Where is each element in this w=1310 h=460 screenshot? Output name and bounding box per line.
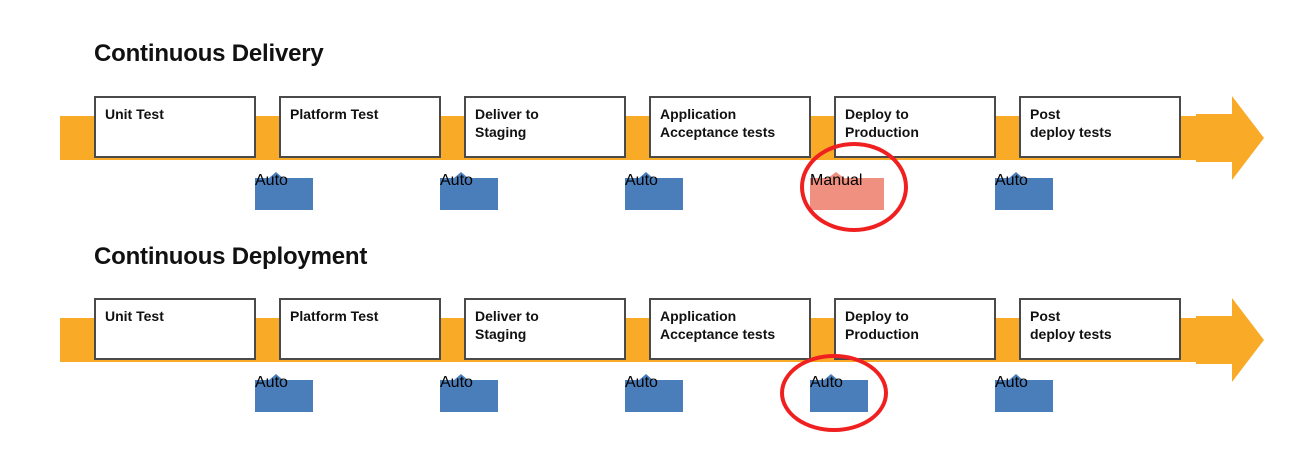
section-title-continuous-delivery: Continuous Delivery bbox=[94, 40, 324, 67]
stage-label: Unit Test bbox=[105, 308, 164, 324]
stage-label: Post deploy tests bbox=[1030, 308, 1112, 342]
gate-badge-label: Auto bbox=[255, 374, 288, 391]
gate-badge-auto[interactable] bbox=[255, 172, 313, 210]
stage-box[interactable]: Deliver to Staging bbox=[464, 96, 626, 158]
stage-label: Deploy to Production bbox=[845, 106, 919, 140]
gate-badge-auto[interactable] bbox=[625, 172, 683, 210]
gate-badge-label: Auto bbox=[995, 172, 1028, 189]
gate-badge-label: Auto bbox=[995, 374, 1028, 391]
stage-box[interactable]: Unit Test bbox=[94, 96, 256, 158]
stage-box[interactable]: Deliver to Staging bbox=[464, 298, 626, 360]
stage-box[interactable]: Post deploy tests bbox=[1019, 96, 1181, 158]
stage-box[interactable]: Platform Test bbox=[279, 96, 441, 158]
pipeline-arrow-head bbox=[1196, 96, 1264, 180]
stage-label: Platform Test bbox=[290, 308, 379, 324]
stage-box[interactable]: Post deploy tests bbox=[1019, 298, 1181, 360]
stage-label: Unit Test bbox=[105, 106, 164, 122]
highlight-ellipse-auto-gate bbox=[780, 354, 888, 432]
pipeline-arrow-head bbox=[1196, 298, 1264, 382]
pipeline-continuous-deployment: Unit Test Platform Test Deliver to Stagi… bbox=[0, 290, 1310, 432]
gate-badge-auto[interactable] bbox=[995, 172, 1053, 210]
gate-badge-label: Auto bbox=[440, 374, 473, 391]
stage-box[interactable]: Deploy to Production bbox=[834, 298, 996, 360]
stage-label: Deliver to Staging bbox=[475, 308, 539, 342]
highlight-ellipse-manual-gate bbox=[800, 142, 908, 232]
stage-label: Application Acceptance tests bbox=[660, 308, 776, 342]
stage-box[interactable]: Deploy to Production bbox=[834, 96, 996, 158]
stage-box[interactable]: Application Acceptance tests bbox=[649, 96, 811, 158]
stage-box[interactable]: Unit Test bbox=[94, 298, 256, 360]
section-title-continuous-deployment: Continuous Deployment bbox=[94, 243, 368, 270]
gate-badge-label: Auto bbox=[625, 172, 658, 189]
stage-label: Post deploy tests bbox=[1030, 106, 1112, 140]
gate-badge-label: Auto bbox=[625, 374, 658, 391]
stage-label: Platform Test bbox=[290, 106, 379, 122]
stage-label: Deploy to Production bbox=[845, 308, 919, 342]
gate-badge-auto[interactable] bbox=[440, 374, 498, 412]
gate-badge-auto[interactable] bbox=[255, 374, 313, 412]
stage-label: Application Acceptance tests bbox=[660, 106, 776, 140]
stage-box[interactable]: Platform Test bbox=[279, 298, 441, 360]
gate-badge-label: Auto bbox=[440, 172, 473, 189]
gate-badge-auto[interactable] bbox=[625, 374, 683, 412]
gate-badge-auto[interactable] bbox=[995, 374, 1053, 412]
pipeline-continuous-delivery: Unit Test Platform Test Deliver to Stagi… bbox=[0, 88, 1310, 232]
stage-box[interactable]: Application Acceptance tests bbox=[649, 298, 811, 360]
gate-badge-label: Auto bbox=[255, 172, 288, 189]
gate-badge-auto[interactable] bbox=[440, 172, 498, 210]
stage-label: Deliver to Staging bbox=[475, 106, 539, 140]
